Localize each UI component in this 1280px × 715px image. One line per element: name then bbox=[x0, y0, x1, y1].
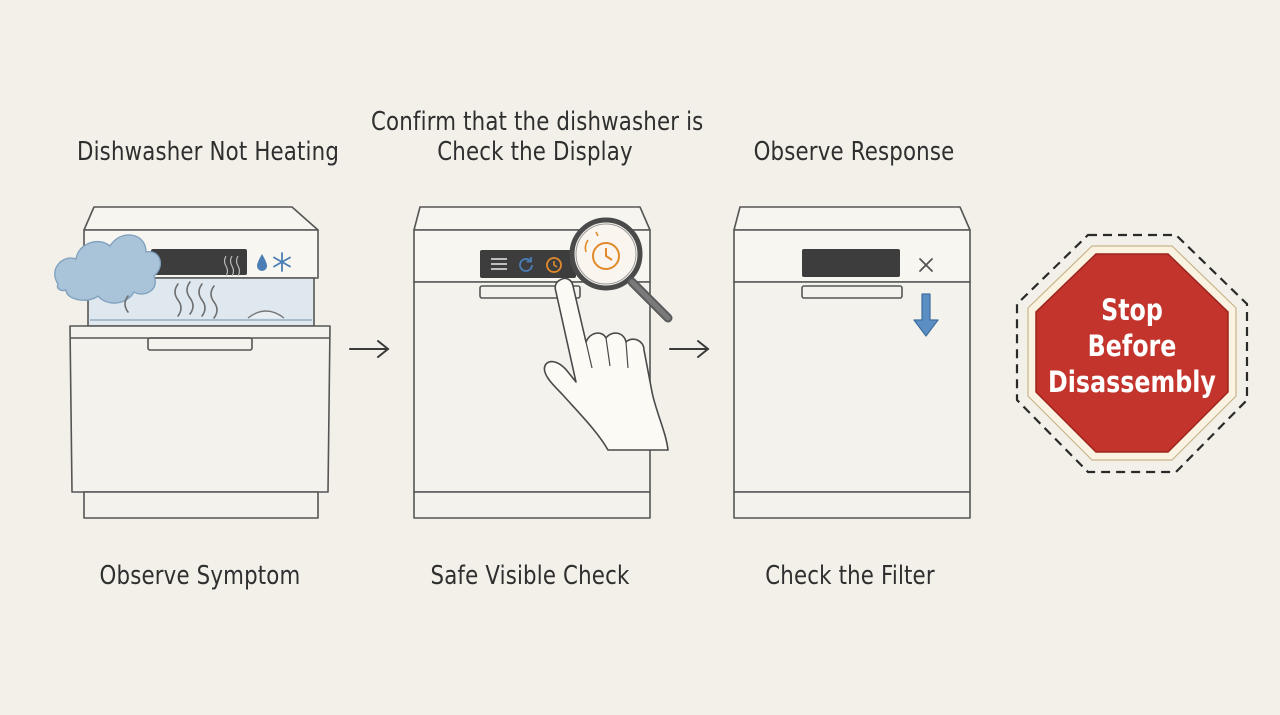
stop-sign: Stop Before Disassembly bbox=[1012, 232, 1252, 477]
magnifier-icon bbox=[569, 217, 673, 323]
step3-caption: Check the Filter bbox=[765, 561, 935, 591]
step2-caption: Safe Visible Check bbox=[430, 561, 630, 591]
step2-title-line1: Confirm that the dishwasher is bbox=[371, 107, 704, 137]
stop-octagon bbox=[1035, 253, 1229, 453]
stop-line-2: Before bbox=[1088, 330, 1177, 364]
step2-title-line2: Check the Display bbox=[437, 137, 633, 167]
step1-title: Dishwasher Not Heating bbox=[77, 137, 340, 167]
x-icon bbox=[919, 258, 933, 272]
dishwasher-display-check-illustration bbox=[408, 200, 678, 525]
down-arrow-icon bbox=[913, 293, 939, 337]
pointing-hand-icon bbox=[543, 277, 669, 451]
flow-arrow-1 bbox=[348, 337, 392, 361]
step1-caption: Observe Symptom bbox=[99, 561, 301, 591]
water-drop-icon bbox=[257, 254, 267, 271]
step3-title: Observe Response bbox=[753, 137, 955, 167]
stop-line-1: Stop bbox=[1101, 294, 1163, 328]
flow-arrow-2 bbox=[668, 337, 712, 361]
dishwasher-open-illustration bbox=[48, 200, 338, 525]
menu-icon bbox=[491, 258, 507, 270]
steam-cloud-icon bbox=[54, 234, 218, 319]
stop-line-3: Disassembly bbox=[1048, 366, 1216, 400]
dishwasher-response-illustration bbox=[728, 200, 978, 525]
snowflake-icon bbox=[273, 252, 291, 272]
refresh-icon bbox=[519, 257, 533, 272]
clock-icon bbox=[546, 257, 562, 273]
